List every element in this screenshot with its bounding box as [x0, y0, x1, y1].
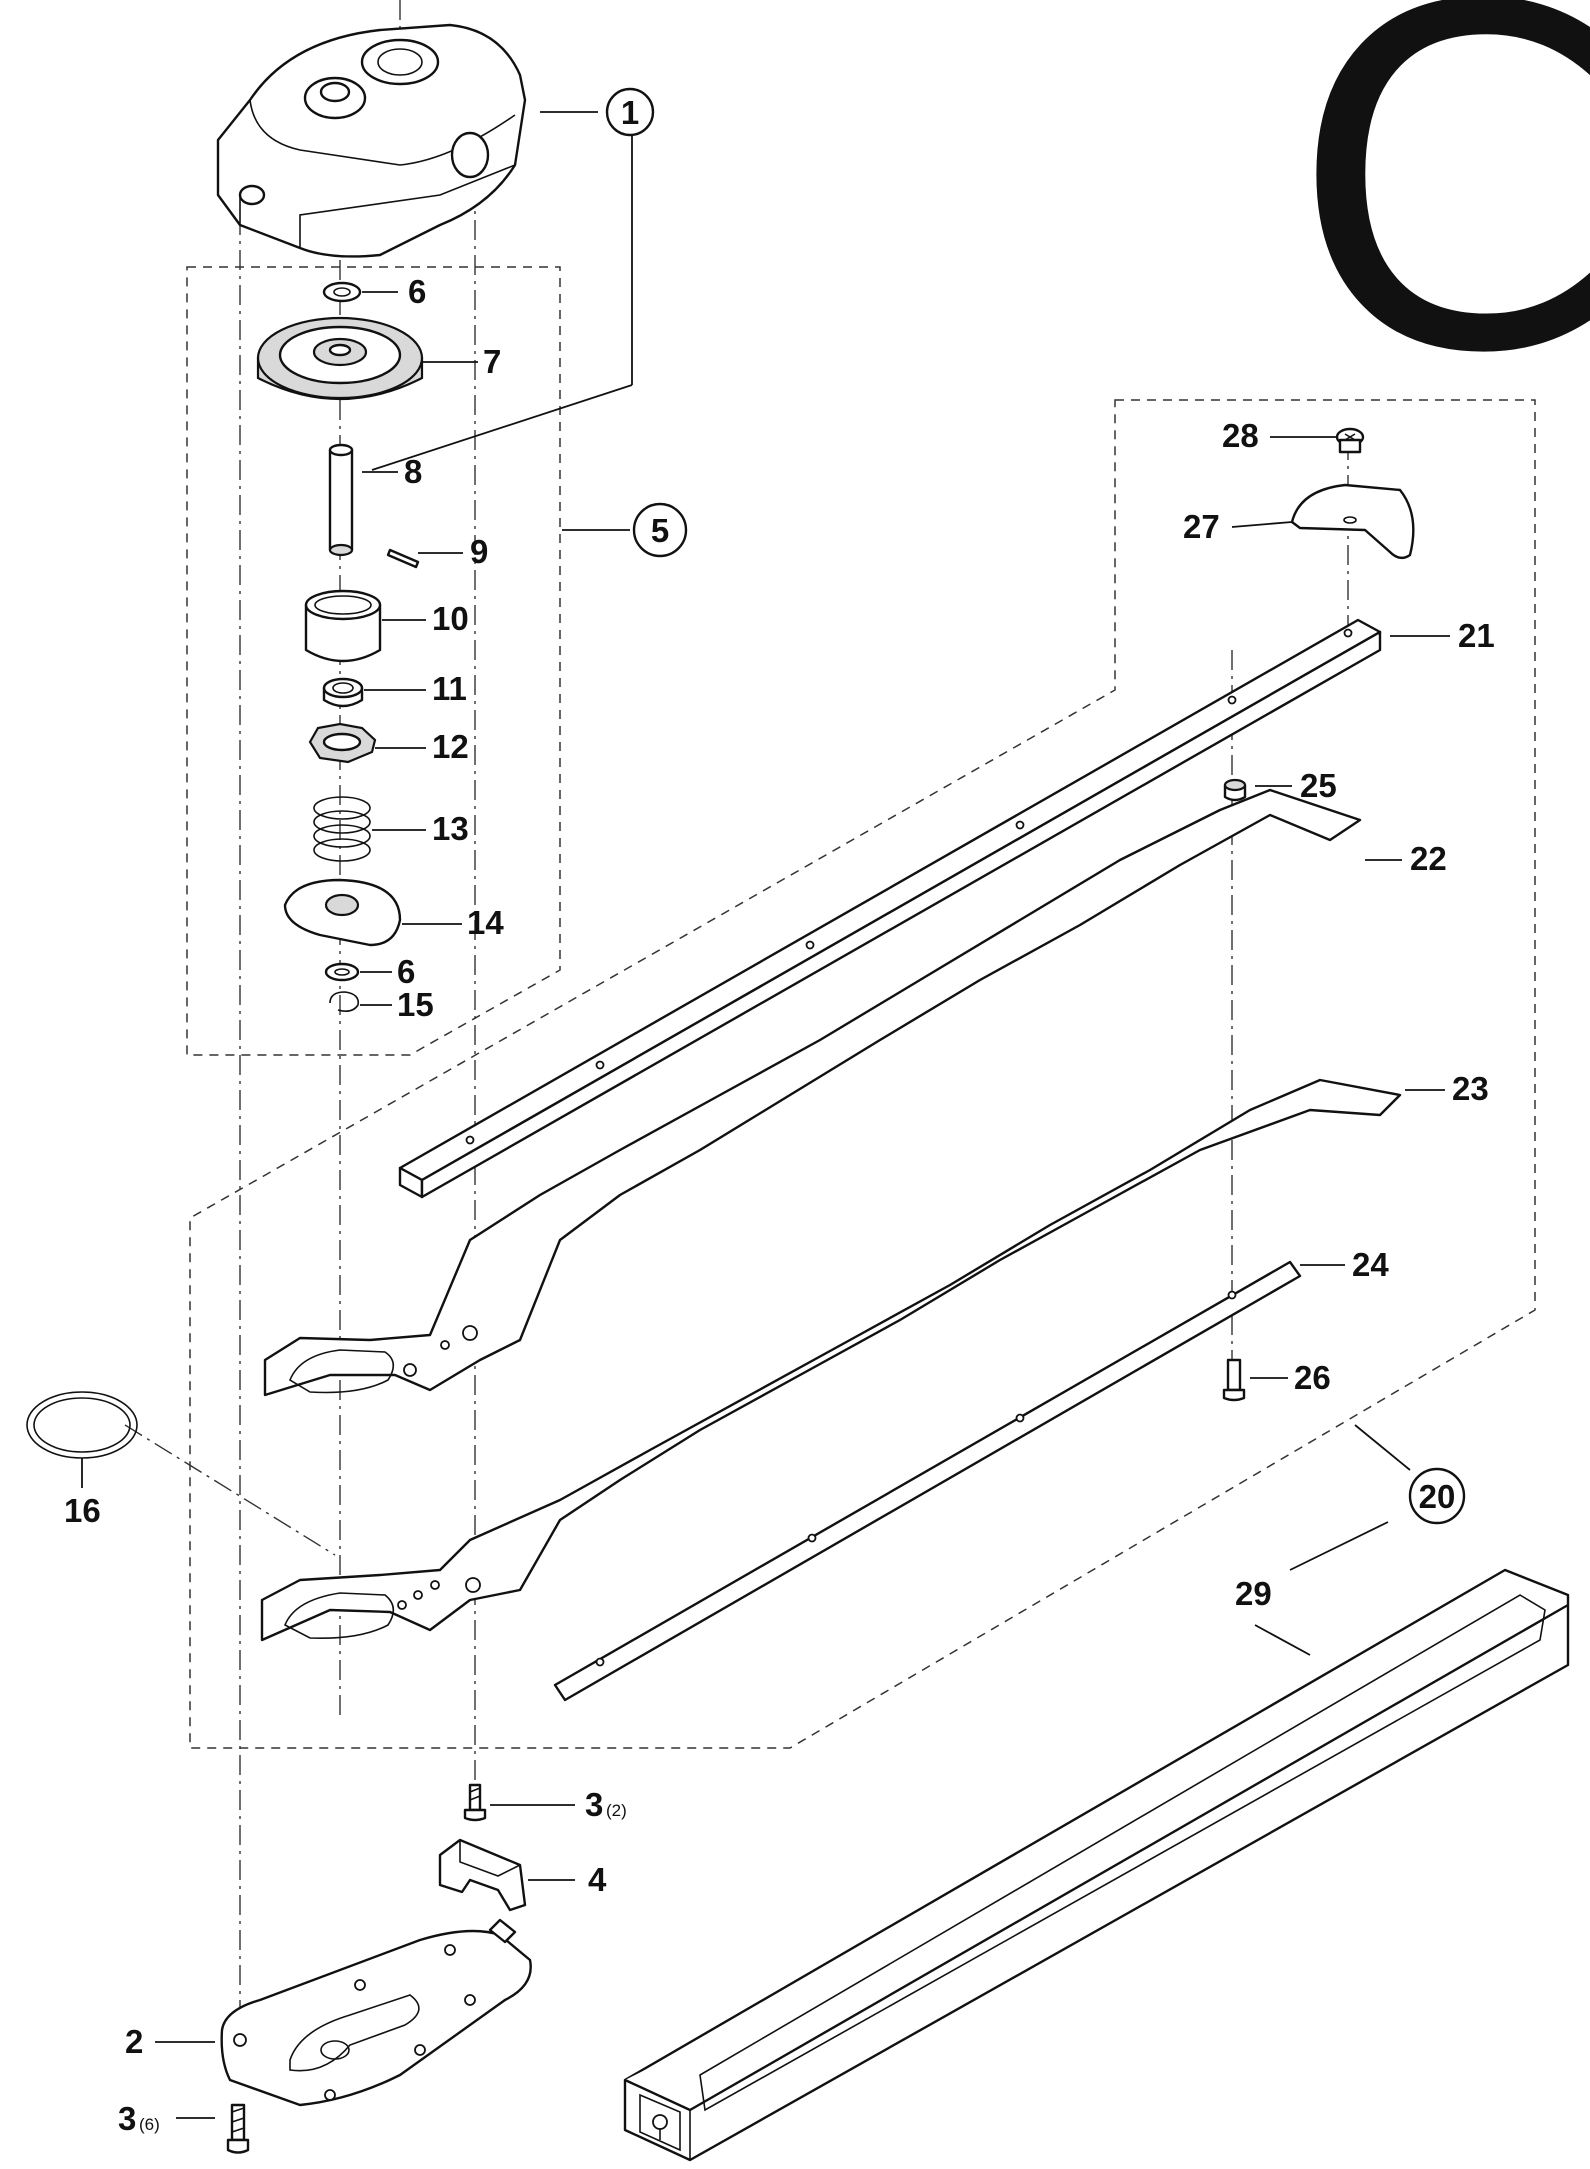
shaft-part-8	[328, 443, 354, 557]
cam-part-12	[308, 722, 377, 764]
callout-label-12: 12	[432, 728, 469, 765]
crank-part-14	[283, 878, 402, 947]
callout-label-28: 28	[1222, 417, 1259, 454]
bearing-part-11	[322, 677, 364, 708]
gear-part-7	[256, 316, 424, 401]
callout-sub-3b: (6)	[139, 2115, 160, 2134]
callout-label-16: 16	[64, 1492, 101, 1529]
callout-label-26: 26	[1294, 1359, 1331, 1396]
callout-label-21: 21	[1458, 617, 1495, 654]
callout-label-11: 11	[432, 670, 467, 707]
callout-label-20: 20	[1419, 1478, 1456, 1515]
blade-part-23	[260, 1078, 1402, 1642]
circlip-part-15	[329, 991, 360, 1012]
screw-part-26	[1222, 1358, 1246, 1402]
screw-part-3a	[463, 1783, 487, 1822]
gear-housing-part	[216, 23, 527, 258]
callout-label-2: 2	[125, 2023, 143, 2060]
callout-1: 1	[605, 87, 655, 137]
callout-label-5: 5	[651, 512, 669, 549]
blade-part-22	[263, 788, 1362, 1397]
page-letter: C	[1290, 0, 1590, 456]
callout-label-9: 9	[470, 533, 488, 570]
leader-lines	[81, 111, 1450, 2119]
spacer-part-25	[1223, 778, 1247, 802]
group-outline-5	[186, 266, 561, 1056]
bushing-part-10	[304, 589, 382, 663]
callout-label-24: 24	[1352, 1246, 1389, 1283]
callout-label-13: 13	[432, 810, 469, 847]
callout-label-15: 15	[397, 986, 434, 1023]
callout-label-6b: 6	[397, 953, 415, 990]
callout-label-23: 23	[1452, 1070, 1489, 1107]
bracket-part-4	[438, 1838, 527, 1912]
axis-lines	[124, 0, 1349, 2050]
callout-label-22: 22	[1410, 840, 1447, 877]
callout-labels: 6 7 8 9 10 11 12 13 14 6 15 16 28 27 21 …	[64, 273, 1495, 2137]
callout-label-6a: 6	[408, 273, 426, 310]
washer-part-6b	[324, 962, 360, 982]
callout-label-29: 29	[1235, 1575, 1272, 1612]
callout-label-25: 25	[1300, 767, 1337, 804]
base-plate-part-2	[220, 1918, 532, 2107]
lower-bar-part-24	[553, 1260, 1302, 1702]
spring-part-13	[313, 796, 371, 862]
callout-5: 5	[632, 502, 688, 558]
guide-bar-part-21	[398, 618, 1382, 1199]
callout-label-10: 10	[432, 600, 469, 637]
group-outline-20	[189, 399, 1536, 1749]
plate-part-27	[1290, 483, 1415, 560]
callout-label-27: 27	[1183, 508, 1220, 545]
callout-label-3a: 3	[585, 1786, 603, 1823]
callout-label-8: 8	[404, 453, 422, 490]
screw-part-3b	[226, 2103, 250, 2154]
callout-label-7: 7	[483, 343, 501, 380]
blade-cover-part-29	[623, 1568, 1570, 2162]
pin-part-9	[386, 548, 420, 569]
screw-part-28	[1335, 427, 1365, 454]
callout-label-14: 14	[467, 904, 504, 941]
callout-20: 20	[1408, 1467, 1466, 1525]
washer-part-6a	[322, 281, 362, 303]
callout-label-3b: 3	[118, 2100, 136, 2137]
ring-part-16	[26, 1391, 138, 1459]
callout-sub-3a: (2)	[606, 1801, 627, 1820]
callout-label-1: 1	[621, 94, 639, 131]
callout-label-4: 4	[588, 1861, 607, 1898]
